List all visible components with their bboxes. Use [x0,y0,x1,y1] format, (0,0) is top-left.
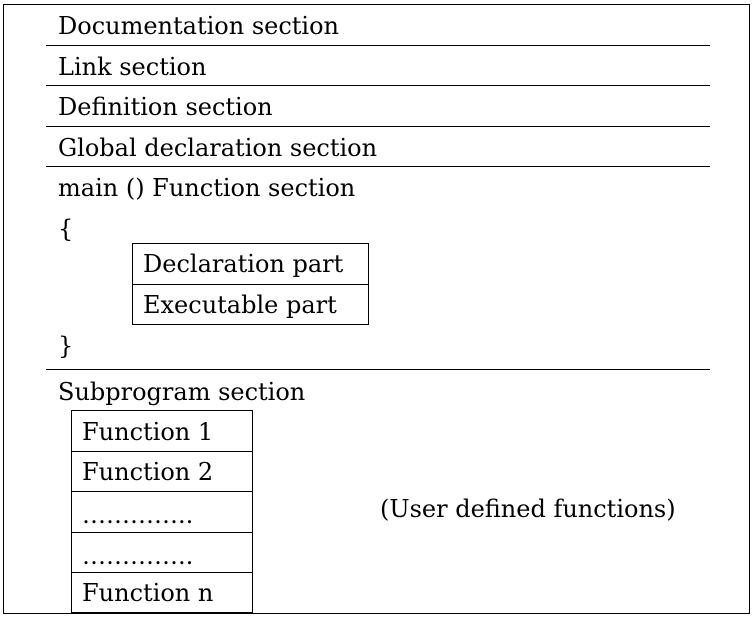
divider-3 [46,126,710,127]
user-defined-functions-note: (User defined functions) [380,495,676,523]
documentation-section-label: Documentation section [58,12,340,40]
main-function-section-label: main () Function section [58,174,356,202]
executable-part: Executable part [133,284,368,320]
declaration-part: Declaration part [143,250,344,278]
diagram-frame [3,4,750,614]
open-brace: { [58,215,74,243]
subprogram-section-label: Subprogram section [58,378,306,406]
function-item: ………….. [72,491,252,530]
definition-section-label: Definition section [58,93,273,121]
divider-4 [46,166,710,167]
function-item: Function 1 [82,418,214,446]
function-item: Function 2 [72,451,252,487]
global-declaration-section-label: Global declaration section [58,134,378,162]
link-section-label: Link section [58,53,207,81]
divider-5 [46,369,710,370]
divider-1 [46,45,710,46]
main-parts-box: Declaration part Executable part [132,243,369,325]
close-brace: } [58,332,74,360]
function-item: ………….. [72,532,252,571]
functions-box: Function 1 Function 2 ………….. ………….. Func… [71,410,253,613]
divider-2 [46,85,710,86]
function-item: Function n [72,572,252,608]
